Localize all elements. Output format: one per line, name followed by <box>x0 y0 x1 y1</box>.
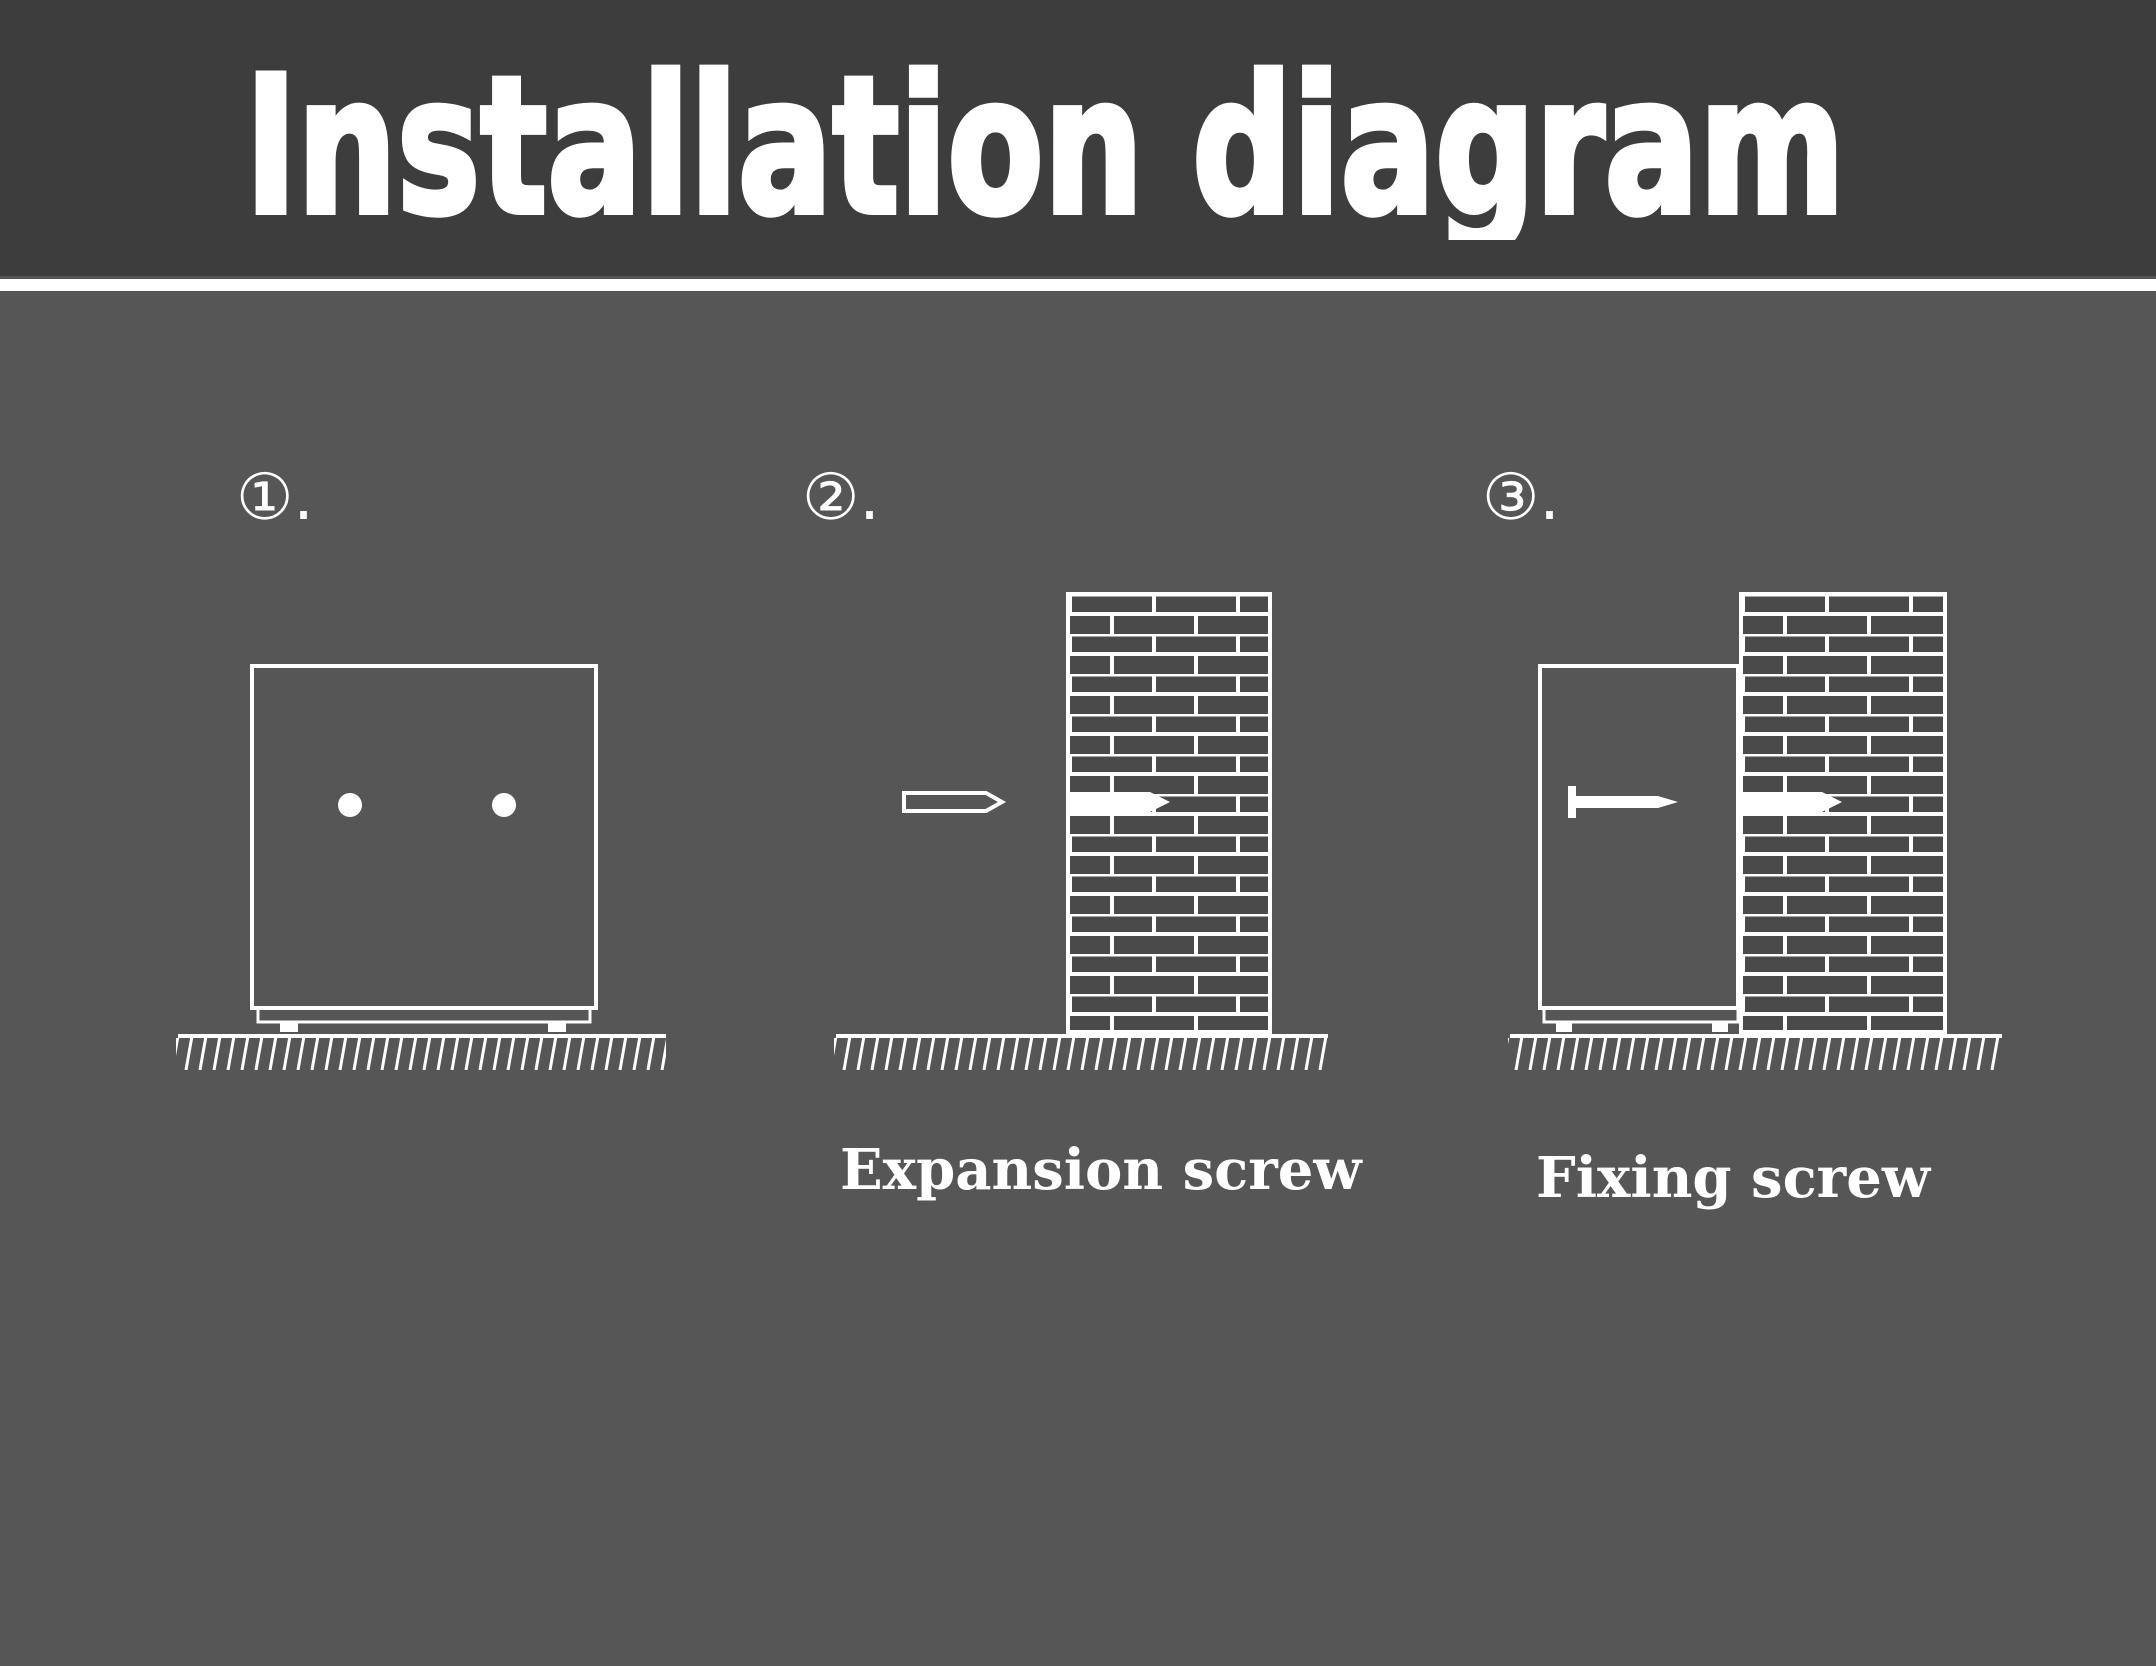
step-2-number: ②. <box>802 461 880 535</box>
cabinet-front <box>250 664 598 1010</box>
ground-hatch <box>1508 1038 2002 1070</box>
step-2-illustration <box>834 592 1328 1070</box>
expansion-screw-in-wall <box>1740 792 1842 812</box>
expansion-screw-in-wall <box>1066 792 1170 812</box>
fixing-screw <box>1576 796 1678 808</box>
step-1-number: ①. <box>236 461 314 535</box>
cabinet-base <box>1542 1006 1740 1024</box>
brick-wall <box>1066 592 1272 1034</box>
cabinet-side <box>1538 664 1740 1010</box>
step-2-caption: Expansion screw <box>840 1137 1362 1203</box>
header-bar: Installation diagram <box>0 0 2156 276</box>
brick-wall <box>1739 592 1947 1034</box>
page-title: Installation diagram <box>245 40 1845 240</box>
mounting-hole-left <box>338 793 362 817</box>
step-3-number: ③. <box>1482 461 1560 535</box>
ground-hatch <box>176 1038 666 1070</box>
ground-hatch <box>834 1038 1328 1070</box>
header-divider <box>0 279 2156 291</box>
step-1-illustration <box>176 664 666 1070</box>
step-3-illustration <box>1508 592 2002 1070</box>
expansion-anchor <box>902 791 1007 813</box>
cabinet-base <box>256 1006 592 1024</box>
fixing-screw-head <box>1568 786 1576 818</box>
mounting-hole-right <box>492 793 516 817</box>
step-3-caption: Fixing screw <box>1536 1145 1931 1211</box>
page-title-svg: Installation diagram <box>242 40 1848 240</box>
